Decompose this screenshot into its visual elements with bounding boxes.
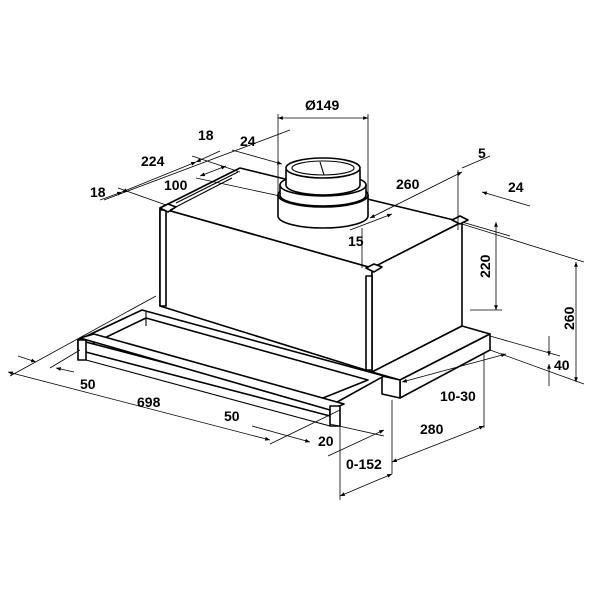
- dimension-lines: [7, 114, 585, 500]
- label-280: 280: [420, 421, 444, 437]
- label-18-left: 18: [90, 184, 106, 200]
- label-18-top: 18: [198, 127, 214, 143]
- label-224: 224: [141, 153, 165, 169]
- label-20: 20: [318, 433, 334, 449]
- label-0-152: 0-152: [346, 456, 382, 472]
- label-100: 100: [164, 177, 188, 193]
- label-698: 698: [137, 394, 161, 410]
- label-260-height: 260: [561, 306, 577, 330]
- label-duct-diameter: Ø149: [305, 97, 339, 113]
- label-5: 5: [478, 145, 486, 161]
- label-40: 40: [554, 357, 570, 373]
- label-220: 220: [477, 254, 493, 278]
- label-24-top: 24: [240, 133, 256, 149]
- duct-collar: [277, 157, 369, 229]
- label-50-front: 50: [224, 408, 240, 424]
- label-10-30: 10-30: [440, 388, 476, 404]
- label-260-top: 260: [396, 176, 420, 192]
- label-24-right: 24: [508, 179, 524, 195]
- hood-body: [159, 167, 469, 373]
- label-50-side: 50: [80, 376, 96, 392]
- label-15: 15: [348, 233, 364, 249]
- dimension-labels: Ø149 224 18 24 18 100 260 5 24 15 220 26…: [80, 97, 577, 472]
